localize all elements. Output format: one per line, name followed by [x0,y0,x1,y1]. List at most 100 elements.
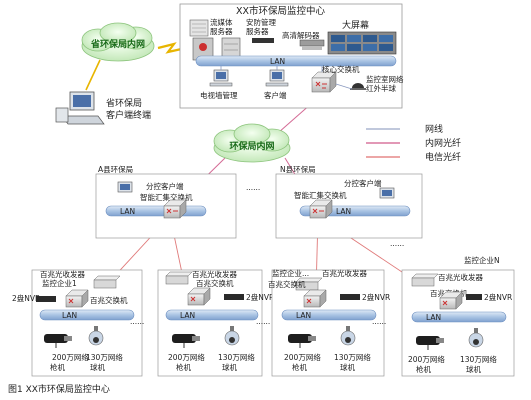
enterprise-n-lan-pipe [411,311,507,323]
enterprise-1-lan-pipe [39,309,135,321]
lightning-link-terminal [85,59,101,91]
monitor-room-dome-camera [350,83,366,90]
center-title: XX市环保局监控中心 [236,5,326,17]
province-terminal-label-1: 省环保局 [106,97,142,109]
county-n-client-pc [379,187,395,199]
security-server [221,37,241,61]
enterprise-n-box: 监控企业N 百兆光收发器 百兆交换机 2盘NVR LAN 200万网络 枪机 [401,255,515,377]
legend: 网线 内网光纤 电信光纤 [366,123,461,163]
streaming-server [189,19,209,37]
enterprise-1-switch [65,289,89,308]
county-n-lan-label: LAN [336,207,351,216]
enterprise-2-bullet-camera [172,334,200,348]
county-n-switch-label: 智能汇集交换机 [294,190,347,200]
enterprise-2-nvr-label: 2盘NVR [246,292,274,302]
enterprise-1-bullet-camera [44,334,72,348]
lightning-link-top [157,42,187,54]
enterprise-3-lan-pipe [281,309,377,321]
enterprise-2-gun-label-1: 200万网络 [168,352,205,362]
security-server-label-1: 安防管理 [246,17,276,27]
enterprise-2-transceiver-label: 百兆光收发器 [192,269,237,279]
legend-label-lan: 网线 [425,123,443,135]
enterprise-1-box: 百兆光收发器 监控企业1 百兆交换机 2盘NVR LAN ...... 200万… [12,269,144,377]
enterprise-2-nvr [224,294,244,300]
enterprise-n-gun-label-1: 200万网络 [408,354,445,364]
county-a-box: A县环保局 分控客户端 智能汇集交换机 LAN [95,165,237,239]
county-a-title: A县环保局 [98,165,133,174]
streaming-server-label-2: 服务器 [210,26,233,36]
enterprise-n-dome-camera [468,328,484,348]
streaming-server-label-1: 流媒体 [210,17,233,27]
enterprise-3-nvr [340,294,360,300]
enterprise-2-gun-label-2: 枪机 [176,362,191,372]
enterprise-2-switch-label: 百兆交换机 [196,278,234,288]
province-terminal-computer [55,91,105,125]
enterprise-3-lan-label: LAN [296,311,311,320]
enterprise-3-dome-label-2: 球机 [340,362,355,372]
enterprise-3-gun-label-2: 枪机 [292,362,307,372]
security-server-unit [252,38,274,43]
enterprise-2-dome-label-2: 球机 [222,362,237,372]
enterprise-3-dome-label-1: 130万网络 [334,352,371,362]
enterprise-1-dome-label-2: 球机 [90,362,105,372]
county-a-switch [163,199,187,219]
monitor-room-label-2: 红外半球 [366,83,396,93]
enterprise-2-lan-label: LAN [180,311,195,320]
enterprise-3-ellipsis: ...... [372,317,386,326]
enterprise-2-dome-label-1: 130万网络 [218,352,255,362]
county-ellipsis: ...... [246,183,260,192]
enterprise-1-transceiver-label: 百兆光收发器 [40,269,85,279]
center-lan-pipe [195,55,397,67]
monitor-room-label-1: 监控室网络 [366,74,404,84]
cloud-province-inner-net: 省环保局内网 [81,22,155,62]
client-label: 客户端 [264,90,287,100]
monitoring-center: XX市环保局监控中心 流媒体 服务器 安防管理 服务器 高清解码器 大屏幕 [179,3,404,109]
enterprise-2-transceiver [165,271,193,285]
enterprise-ellipsis: ...... [390,239,404,248]
security-server-label-2: 服务器 [246,26,269,36]
cloud-label-mid: 环保局内网 [229,140,274,152]
enterprise-1-dome-label-1: 130万网络 [86,352,123,362]
enterprise-3-switch-label: 百兆交换机 [268,279,306,289]
enterprise-3-box: 监控企业... 百兆光收发器 百兆交换机 2盘NVR LAN ...... 20… [268,268,390,377]
enterprise-3-gun-label-1: 200万网络 [284,352,321,362]
enterprise-3-bullet-camera [288,334,316,348]
enterprise-3-transceiver-label: 百兆光收发器 [322,268,367,278]
enterprise-3-title: 监控企业... [272,268,309,278]
enterprise-2-ellipsis: ...... [256,317,270,326]
tv-wall-mgmt-pc [209,69,233,87]
enterprise-1-ellipsis: ...... [130,317,144,326]
enterprise-n-lan-label: LAN [426,313,441,322]
big-screen-wall [327,31,397,55]
enterprise-n-dome-label-1: 130万网络 [460,354,497,364]
core-switch [311,71,337,93]
enterprise-3-transceiver [295,277,323,291]
enterprise-1-lan-label: LAN [62,311,77,320]
enterprise-2-box: 百兆光收发器 百兆交换机 2盘NVR LAN ...... 200万网络 枪机 … [157,269,274,377]
enterprise-2-switch [187,287,211,306]
county-a-switch-label: 智能汇集交换机 [140,192,193,202]
county-n-title: N县环保局 [280,165,316,174]
center-lan-label: LAN [270,57,285,66]
county-a-client-pc [117,181,133,193]
enterprise-1-switch-label: 百兆交换机 [90,295,128,305]
enterprise-1-gun-label-1: 200万网络 [52,352,89,362]
county-n-box: N县环保局 分控客户端 智能汇集交换机 LAN [275,165,423,239]
enterprise-1-dome-camera [88,326,104,346]
enterprise-3-nvr-label: 2盘NVR [362,292,390,302]
enterprise-n-title: 监控企业N [464,255,500,265]
big-screen-label: 大屏幕 [342,19,369,31]
enterprise-1-nvr-label: 2盘NVR [12,293,40,303]
tv-wall-mgmt-label: 电视墙管理 [200,90,238,100]
county-n-client-label: 分控客户端 [344,178,382,188]
core-switch-label: 核心交换机 [322,64,360,74]
hd-decoder [299,39,325,50]
hd-decoder-label: 高清解码器 [282,30,320,40]
enterprise-2-lan-pipe [165,309,259,321]
enterprise-1-gun-label-2: 枪机 [50,362,65,372]
enterprise-n-switch [439,291,463,310]
enterprise-1-transceiver [93,275,121,289]
figure-caption: 图1 XX市环保局监控中心 [8,383,110,395]
enterprise-n-nvr-label: 2盘NVR [484,292,512,302]
